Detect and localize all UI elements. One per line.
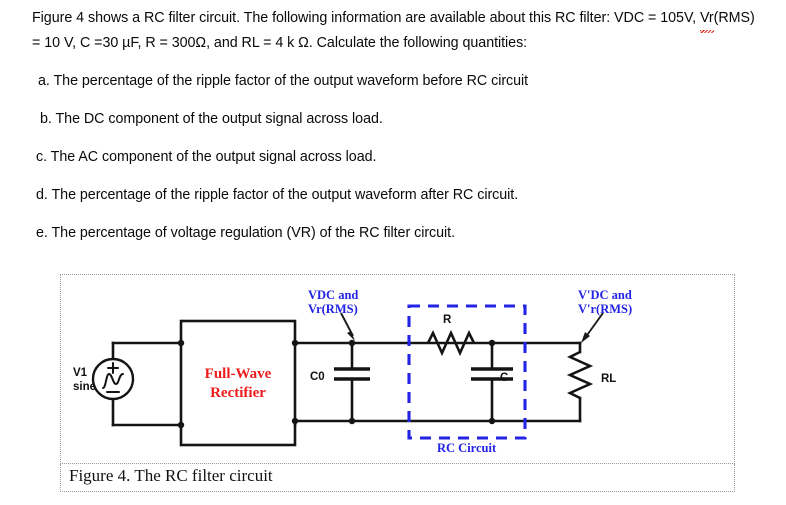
label-rectifier-line2: Rectifier	[210, 385, 266, 401]
problem-intro-text-part2: (RMS) = 10 V, C =30 µF, R = 300Ω, and RL…	[32, 10, 755, 51]
label-capacitor-c0: C0	[310, 371, 325, 383]
label-resistor-r: R	[443, 314, 452, 326]
label-rc-circuit: RC Circuit	[437, 441, 497, 455]
problem-statement: Figure 4 shows a RC filter circuit. The …	[32, 6, 760, 246]
annotation-vdc-prime-vr-prime: V'DC and V'r(RMS)	[578, 288, 632, 316]
label-voltage-source: V1 sine	[73, 366, 96, 394]
annotation-vdc-prime-line1: V'DC and	[578, 288, 632, 302]
label-full-wave-rectifier: Full-Wave Rectifier	[183, 365, 293, 403]
question-item-b: b. The DC component of the output signal…	[40, 111, 383, 127]
question-item-d: d. The percentage of the ripple factor o…	[36, 187, 519, 203]
label-rectifier-line1: Full-Wave	[204, 366, 272, 382]
label-v1-type: sine	[73, 381, 97, 393]
problem-intro-text-part1: Figure 4 shows a RC filter circuit. The …	[32, 10, 700, 26]
question-item-a: a. The percentage of the ripple factor o…	[38, 73, 529, 89]
figure-caption-box: Figure 4. The RC filter circuit	[60, 464, 735, 492]
annotation-vdc-vr-line1: VDC and	[308, 288, 359, 302]
question-item-e: e. The percentage of voltage regulation …	[36, 225, 455, 241]
annotation-vdc-prime-line2: V'r(RMS)	[578, 302, 633, 316]
misspelled-word-vr: Vr	[699, 6, 714, 33]
label-load-resistor-rl: RL	[601, 373, 617, 385]
problem-intro-paragraph: Figure 4 shows a RC filter circuit. The …	[32, 6, 764, 56]
figure-caption: Figure 4. The RC filter circuit	[69, 466, 273, 485]
label-v1-name: V1	[73, 367, 88, 379]
question-item-c: c. The AC component of the output signal…	[36, 149, 377, 165]
annotation-vdc-vr-line2: Vr(RMS)	[308, 302, 358, 316]
label-capacitor-c: C	[500, 372, 509, 384]
figure-frame	[60, 274, 735, 464]
annotation-vdc-vr: VDC and Vr(RMS)	[308, 288, 358, 316]
